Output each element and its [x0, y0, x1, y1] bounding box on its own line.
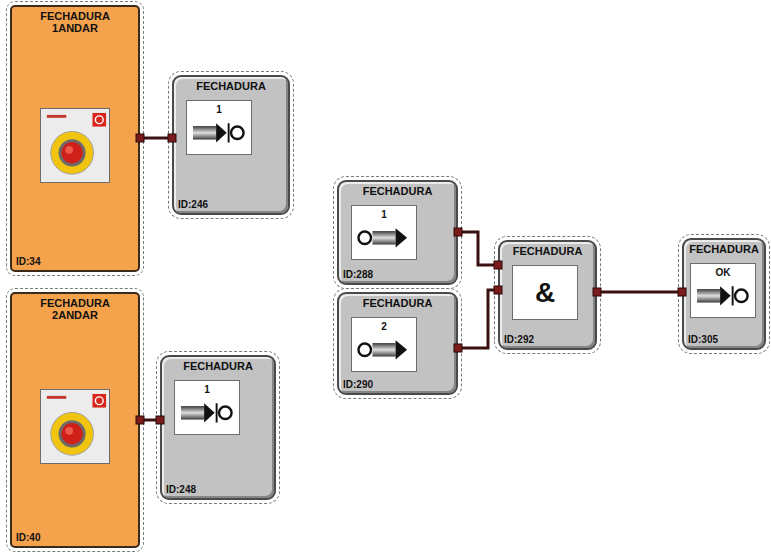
port — [156, 416, 164, 424]
function-block: FECHADURA 1ID:248 — [160, 355, 276, 500]
button-picture — [40, 108, 110, 183]
block-icon — [41, 109, 109, 182]
wire — [597, 291, 682, 294]
block-title: FECHADURA — [689, 243, 759, 255]
symbol-panel: 1 — [351, 205, 417, 260]
function-block: FECHADURA 1ID:288 — [337, 180, 458, 285]
wire — [140, 137, 172, 140]
block-id: ID:305 — [688, 334, 718, 346]
function-block: FECHADURA & ID:292 — [498, 240, 597, 350]
block-id: ID:34 — [16, 256, 40, 268]
function-block: FECHADURA 1ID:246 — [172, 75, 290, 215]
port — [678, 288, 686, 296]
port — [136, 416, 144, 424]
port — [494, 261, 502, 269]
port — [454, 228, 462, 236]
wire — [458, 232, 498, 265]
function-block: FECHADURA 2ID:290 — [337, 292, 458, 395]
lock-input-block: FECHADURA 2ANDAR ID:40 — [10, 292, 140, 548]
button-picture — [40, 389, 110, 464]
block-icon — [41, 390, 109, 463]
block-symbol: OK — [716, 267, 731, 279]
block-id: ID:40 — [16, 532, 40, 544]
symbol-panel: & — [512, 265, 578, 320]
block-title: FECHADURA 2ANDAR — [35, 297, 115, 321]
port — [168, 134, 176, 142]
block-symbol: 1 — [204, 384, 210, 396]
port — [593, 288, 601, 296]
block-id: ID:288 — [343, 269, 373, 281]
port — [494, 286, 502, 294]
block-title: FECHADURA — [363, 185, 433, 197]
block-id: ID:246 — [178, 199, 208, 211]
wire — [140, 419, 160, 422]
block-title: FECHADURA — [183, 360, 253, 372]
wire — [458, 290, 498, 348]
block-title: FECHADURA — [196, 80, 266, 92]
block-id: ID:248 — [166, 484, 196, 496]
lock-input-block: FECHADURA 1ANDAR ID:34 — [10, 5, 140, 272]
symbol-panel: 1 — [174, 380, 240, 435]
block-id: ID:292 — [504, 334, 534, 346]
symbol-panel: OK — [690, 263, 756, 318]
block-title: FECHADURA — [363, 297, 433, 309]
symbol-panel: 1 — [186, 100, 252, 155]
port — [454, 344, 462, 352]
function-block: FECHADURA OK ID:305 — [682, 238, 766, 350]
block-symbol: & — [535, 278, 555, 308]
block-id: ID:290 — [343, 379, 373, 391]
block-symbol: 1 — [216, 104, 222, 116]
symbol-panel: 2 — [351, 317, 417, 372]
block-title: FECHADURA 1ANDAR — [35, 10, 115, 34]
block-title: FECHADURA — [513, 245, 583, 257]
port — [136, 134, 144, 142]
block-symbol: 2 — [381, 321, 387, 333]
block-symbol: 1 — [381, 209, 387, 221]
